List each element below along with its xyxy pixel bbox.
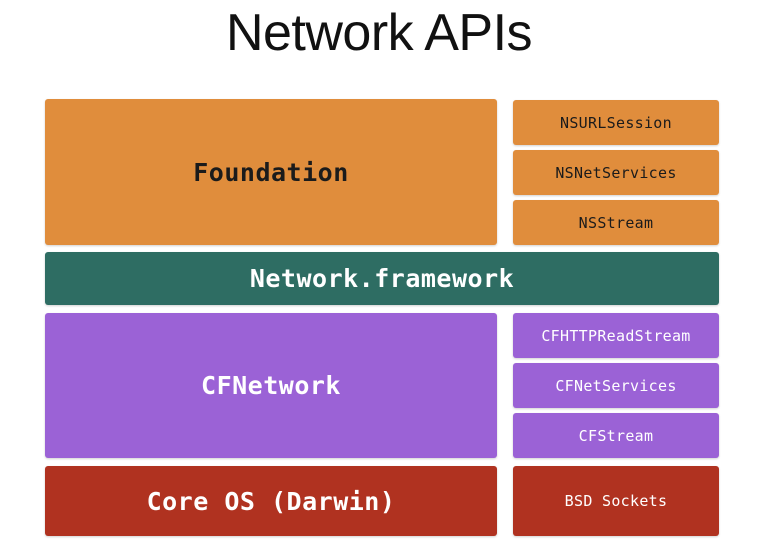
page-title: Network APIs [225,4,533,62]
network-api-stack-diagram: Foundation NSURLSession NSNetServices NS… [45,99,719,536]
api-chip-cfhttpreadstream[interactable]: CFHTTPReadStream [513,313,719,358]
api-chip-cfnetservices[interactable]: CFNetServices [513,363,719,408]
layer-block-network-framework[interactable]: Network.framework [45,252,719,305]
layer-block-core-os[interactable]: Core OS (Darwin) [45,466,497,536]
api-chip-nsnetservices[interactable]: NSNetServices [513,150,719,195]
api-chip-bsd-sockets[interactable]: BSD Sockets [513,466,719,536]
layer-row-foundation: Foundation NSURLSession NSNetServices NS… [45,99,719,245]
layer-row-network-framework: Network.framework [45,252,719,305]
api-chip-cfstream[interactable]: CFStream [513,413,719,458]
layer-row-core-os: Core OS (Darwin) BSD Sockets [45,466,719,536]
layer-block-cfnetwork[interactable]: CFNetwork [45,313,497,458]
layer-block-foundation[interactable]: Foundation [45,99,497,245]
layer-row-cfnetwork: CFNetwork CFHTTPReadStream CFNetServices… [45,313,719,458]
api-chip-nsstream[interactable]: NSStream [513,200,719,245]
api-chip-nsurlsession[interactable]: NSURLSession [513,100,719,145]
